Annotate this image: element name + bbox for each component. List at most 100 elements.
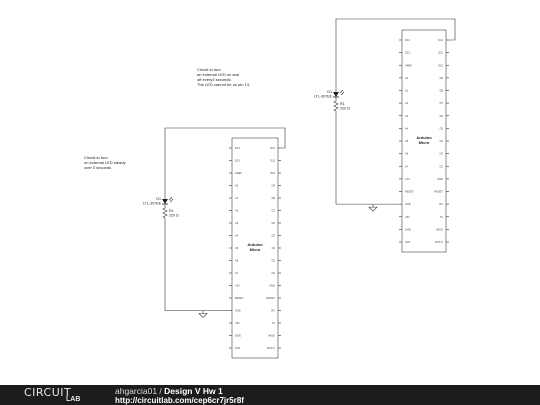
chip-pin-label-left: A6 [405, 152, 409, 156]
chip-pin-label-right: MISO [436, 227, 443, 231]
chip-pin-label-right: D10 [438, 63, 443, 67]
chip-pin-label-right: RESET [434, 190, 443, 194]
chip-pin-label-right: D9 [440, 76, 444, 80]
chip-pin-label-right: D2 [440, 164, 444, 168]
chip-pin-label-left: D13 [235, 159, 240, 163]
chip-name-label: Arduino [247, 242, 263, 247]
chip-pin-label-left: D12 [405, 38, 410, 42]
chip-pin-label-left: VIN [405, 215, 409, 219]
title-line: ahgarcia01 / Design V Hw 1 [115, 386, 223, 396]
resistor-ref-label: R1 [169, 209, 174, 213]
chip-pin-label-right: D10 [270, 171, 275, 175]
chip-pin-label-right: RX [439, 202, 443, 206]
resistor-ref-label: R1 [340, 102, 345, 106]
chip-pin-label-left: +5V [405, 177, 410, 181]
led-ref-label: D1 [327, 90, 332, 94]
chip-pin-label-right: D4 [440, 139, 444, 143]
chip-pin-label-right: D9 [272, 184, 276, 188]
wire-signal [335, 18, 456, 91]
led-symbol [333, 92, 339, 97]
chip-pin-label-right: D8 [440, 89, 444, 93]
note-top: Circuit to turn an external LED on and o… [197, 67, 251, 87]
chip-pin-label-left: D/D0 [235, 334, 241, 338]
chip-pin-label-left: A1 [405, 89, 409, 93]
logo-text-top: CIRCUIT [24, 386, 72, 399]
chip-pin-label-left: AREF [235, 171, 242, 175]
ground-symbol [368, 206, 378, 212]
chip-pin-label-right: RX [271, 309, 275, 313]
chip-pin-label-left: A7 [405, 164, 409, 168]
led-light-arrow [168, 196, 173, 201]
chip-pin-label-right: D4 [272, 246, 276, 250]
chip-pin-label-left: +5V [235, 284, 240, 288]
chip-pin-label-left: A4 [405, 126, 409, 130]
chip-pin-label-right: MISO [268, 334, 275, 338]
chip-pin-label-left: A5 [405, 139, 409, 143]
chip-pin-label-left: A2 [235, 209, 239, 213]
author-link[interactable]: ahgarcia01 [115, 386, 158, 396]
chip-pin-label-left: A3 [405, 114, 409, 118]
chip-pin-label-right: D6 [272, 221, 276, 225]
chip-pin-label-right: GND [437, 177, 443, 181]
chip-pin-label-right: D11 [438, 51, 443, 55]
wire-signal [164, 127, 286, 198]
resistor-symbol [162, 204, 168, 222]
chip-pin-label-left: A1 [235, 196, 239, 200]
chip-pin-label-right: D11 [438, 38, 443, 42]
logo-text-bottom: LAB [66, 396, 81, 403]
chip-pin-label-left: SCK [235, 346, 241, 350]
chip-pin-label-left: AREF [405, 63, 412, 67]
chip-pin-label-left: A2 [405, 101, 409, 105]
chip-pin-label-right: D/OUT [435, 240, 443, 244]
chip-pin-label-left: RESET [405, 190, 414, 194]
resistor-symbol [333, 97, 339, 115]
led-part-label: LTL-307EE [143, 202, 162, 206]
chip-pin-label-left: A0 [235, 184, 239, 188]
note-left: Circuit to turn on external LED steady o… [84, 155, 126, 170]
led-part-label: LTL-307EE [314, 95, 333, 99]
chip-pin-label-left: SCK [405, 240, 411, 244]
chip-pin-label-left: D12 [235, 146, 240, 150]
chip-pin-label-right: D7 [272, 209, 276, 213]
chip-model-label: Micro [419, 140, 430, 145]
title-separator: / [157, 386, 165, 396]
chip-pin-label-left: RESET [235, 296, 244, 300]
chip-pin-label-right: D3 [272, 259, 276, 263]
chip-pin-label-right: D7 [440, 101, 444, 105]
chip-pin-label-left: A5 [235, 246, 239, 250]
chip-pin-label-right: D3 [440, 152, 444, 156]
project-title: Design V Hw 1 [164, 386, 223, 396]
arduino-chip-body [401, 29, 447, 253]
resistor-value-label: 220 Ω [169, 214, 179, 218]
led-ref-label: D1 [156, 197, 161, 201]
chip-pin-label-right: D2 [272, 271, 276, 275]
chip-name-label: Arduino [416, 135, 432, 140]
led-light-arrow [339, 89, 344, 94]
chip-model-label: Micro [250, 247, 261, 252]
wire-ground [164, 222, 229, 311]
chip-pin-label-left: GND [235, 309, 241, 313]
chip-pin-label-right: GND [269, 284, 275, 288]
chip-pin-label-left: A3 [235, 221, 239, 225]
chip-pin-label-right: D6 [440, 114, 444, 118]
project-url[interactable]: http://circuitlab.com/cep6cr7jr5r8f [115, 396, 244, 405]
chip-pin-label-right: D5 [440, 126, 444, 130]
chip-pin-label-left: VIN [235, 321, 239, 325]
chip-pin-label-right: D8 [272, 196, 276, 200]
chip-pin-label-right: TX [272, 321, 276, 325]
chip-pin-label-left: A4 [235, 234, 239, 238]
led-symbol [162, 199, 168, 204]
chip-pin-label-left: A0 [405, 76, 409, 80]
chip-pin-label-right: D11 [270, 146, 275, 150]
circuitlab-logo[interactable]: CIRCUIT LAB [24, 386, 92, 404]
chip-pin-label-left: D/D0 [405, 227, 411, 231]
arduino-chip-body [231, 137, 279, 359]
led-light-arrow [169, 198, 174, 203]
chip-pin-label-left: A7 [235, 271, 239, 275]
led-light-arrow [340, 91, 345, 96]
chip-pin-label-right: D11 [270, 159, 275, 163]
chip-pin-label-left: D13 [405, 51, 410, 55]
ground-symbol [198, 313, 208, 318]
